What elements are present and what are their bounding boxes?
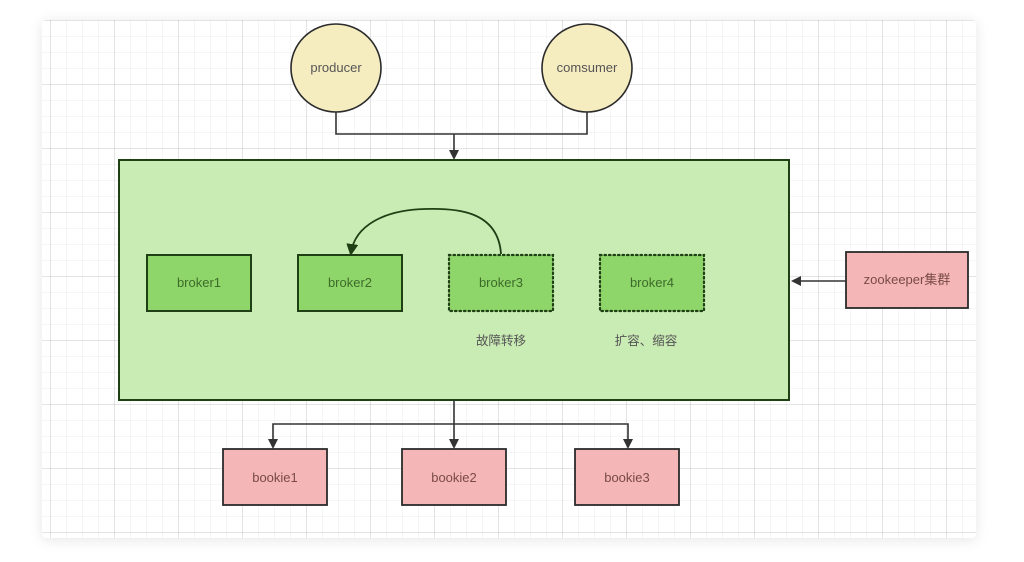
- consumer-label: comsumer: [557, 60, 618, 75]
- broker3-node: [447, 253, 555, 313]
- edge-producer: [335, 112, 454, 135]
- broker1-node: [146, 254, 252, 312]
- client-connectors: [335, 112, 588, 160]
- broker2-node: [297, 254, 403, 312]
- bookie2-label: bookie2: [431, 470, 477, 485]
- edge-consumer: [454, 112, 588, 135]
- bookie1-node: [222, 448, 328, 506]
- broker4-label: broker4: [630, 275, 674, 290]
- failover-note: 故障转移: [476, 333, 526, 348]
- edge-to-bookie3: [454, 423, 633, 449]
- bookie3: bookie3: [574, 448, 680, 506]
- edge-failover-curve: [346, 207, 502, 256]
- zookeeper-label: zookeeper集群: [864, 272, 951, 287]
- client-consumer: comsumer: [541, 23, 633, 113]
- bookie3-label: bookie3: [604, 470, 650, 485]
- bookie2: bookie2: [401, 448, 507, 506]
- producer-node: [290, 23, 382, 113]
- broker3-label: broker3: [479, 275, 523, 290]
- broker1-label: broker1: [177, 275, 221, 290]
- bookie1-label: bookie1: [252, 470, 298, 485]
- scaling-note: 扩容、缩容: [615, 333, 678, 348]
- edge-to-bookie1: [268, 423, 454, 449]
- broker2-label: broker2: [328, 275, 372, 290]
- zookeeper-cluster: zookeeper集群: [845, 251, 969, 309]
- bookie-connectors: [268, 400, 633, 449]
- bookie1: bookie1: [222, 448, 328, 506]
- client-producer: producer: [290, 23, 382, 113]
- broker3: broker3: [447, 253, 555, 313]
- broker4: broker4: [598, 253, 706, 313]
- broker1: broker1: [146, 254, 252, 312]
- bookie3-node: [574, 448, 680, 506]
- broker2: broker2: [297, 254, 403, 312]
- producer-label: producer: [310, 60, 362, 75]
- consumer-node: [541, 23, 633, 113]
- broker4-node: [598, 253, 706, 313]
- zookeeper-node: [845, 251, 969, 309]
- bookie2-node: [401, 448, 507, 506]
